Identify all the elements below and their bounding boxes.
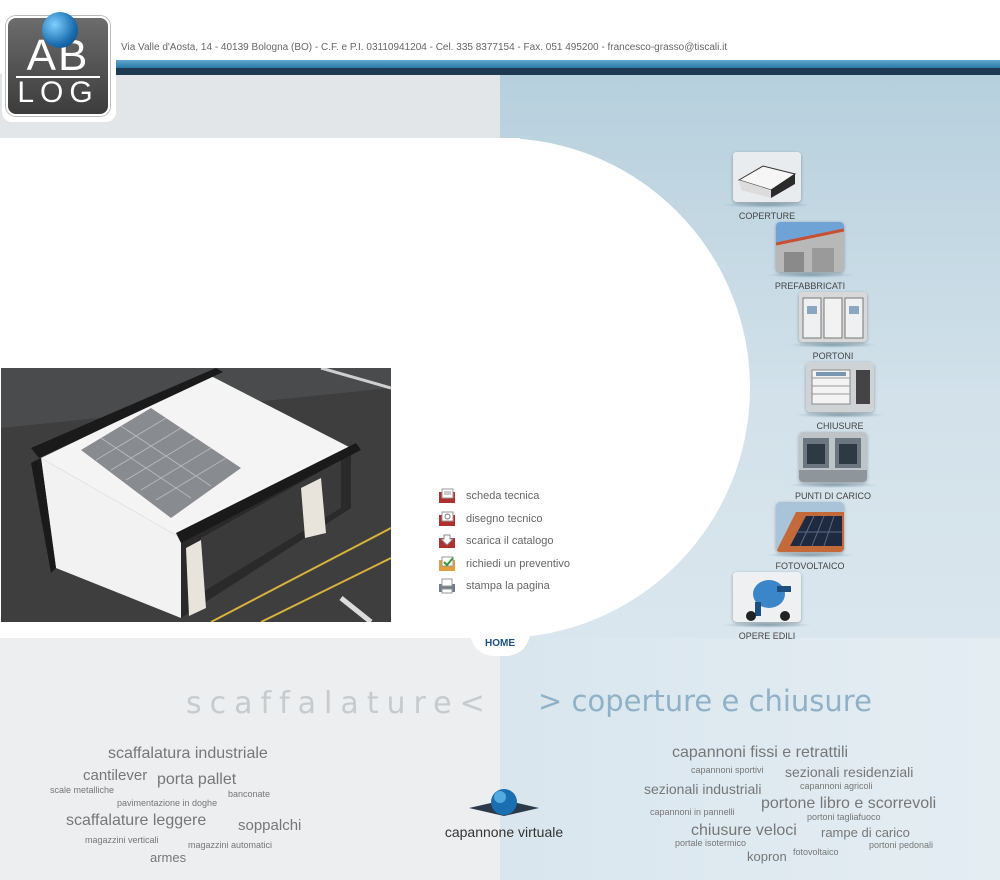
category-portoni[interactable]: PORTONI [773, 292, 893, 361]
tag-link[interactable]: cantilever [83, 767, 148, 784]
category-label: OPERE EDILI [738, 631, 796, 641]
category-label: FOTOVOLTAICO [775, 561, 845, 571]
tag-link[interactable]: capannoni fissi e retrattili [672, 744, 849, 761]
category-opere-edili[interactable]: OPERE EDILI [707, 572, 827, 641]
category-chiusure[interactable]: CHIUSURE [780, 362, 900, 431]
category-label: PUNTI DI CARICO [794, 491, 871, 501]
globe-icon [469, 786, 539, 820]
tag-link[interactable]: chiusure veloci [691, 822, 797, 839]
tag-link[interactable]: rampe di carico [821, 825, 910, 840]
category-coperture[interactable]: COPERTURE [707, 152, 827, 221]
category-prefabbricati[interactable]: PREFABBRICATI [750, 222, 870, 291]
tag-link[interactable]: porta pallet [157, 771, 237, 788]
link-scheda-tecnica[interactable]: scheda tecnica [438, 485, 570, 508]
category-thumbnail [776, 222, 844, 272]
tag-link[interactable]: banconate [228, 789, 271, 799]
globe-icon [42, 12, 78, 48]
product-links: scheda tecnica disegno tecnico scarica i… [438, 485, 570, 598]
category-thumbnail [799, 292, 867, 342]
tag-link[interactable]: capannoni sportivi [691, 765, 764, 775]
contact-info: Via Valle d'Aosta, 14 - 40139 Bologna (B… [121, 42, 728, 53]
logo-divider [16, 76, 100, 78]
tag-link[interactable]: portone libro e scorrevoli [761, 795, 937, 812]
tag-link[interactable]: magazzini verticali [85, 835, 159, 845]
category-thumbnail [799, 432, 867, 482]
link-stampa-pagina[interactable]: stampa la pagina [438, 575, 570, 598]
tag-link[interactable]: fotovoltaico [793, 847, 839, 857]
heading-scaffalature[interactable]: scaffalature< [186, 686, 493, 721]
category-punti-di-carico[interactable]: PUNTI DI CARICO [773, 432, 893, 501]
document-icon [439, 488, 455, 504]
category-label: PREFABBRICATI [774, 281, 846, 291]
bottom-band [0, 638, 1000, 880]
link-label: richiedi un preventivo [466, 557, 570, 570]
category-fotovoltaico[interactable]: FOTOVOLTAICO [750, 502, 870, 571]
tag-link[interactable]: soppalchi [238, 817, 302, 834]
tag-link[interactable]: kopron [747, 849, 787, 864]
category-thumbnail [806, 362, 874, 412]
product-photo [1, 368, 391, 622]
heading-coperture-chiusure[interactable]: > coperture e chiusure [538, 684, 872, 718]
tag-link[interactable]: sezionali industriali [644, 781, 762, 797]
header-stripe [115, 60, 1000, 68]
tag-link[interactable]: sezionali residenziali [785, 764, 914, 780]
category-label: CHIUSURE [816, 421, 864, 431]
capannone-virtuale-label: capannone virtuale [444, 824, 564, 840]
tag-link[interactable]: scaffalatura industriale [108, 745, 268, 762]
category-label: COPERTURE [738, 211, 796, 221]
drawing-icon [439, 511, 455, 526]
checkmark-icon [439, 556, 455, 571]
category-label: PORTONI [812, 351, 854, 361]
tag-link[interactable]: capannoni in pannelli [650, 807, 735, 817]
tag-link[interactable]: portale isotermico [675, 838, 747, 848]
printer-icon [439, 578, 455, 594]
link-scarica-catalogo[interactable]: scarica il catalogo [438, 530, 570, 553]
tag-link[interactable]: scale metalliche [50, 785, 115, 795]
logo-text-bottom: LOG [17, 76, 99, 109]
link-label: stampa la pagina [466, 580, 550, 593]
category-thumbnail [733, 572, 801, 622]
tag-link[interactable]: capannoni agricoli [800, 781, 873, 791]
link-label: disegno tecnico [466, 512, 543, 525]
category-thumbnail [733, 152, 801, 202]
header-stripe-dark [115, 68, 1000, 75]
header-bar [0, 0, 1000, 60]
tag-link[interactable]: portoni pedonali [869, 840, 934, 850]
tag-link[interactable]: portoni tagliafuoco [807, 812, 881, 822]
tag-link[interactable]: pavimentazione in doghe [117, 798, 218, 808]
capannone-virtuale-button[interactable]: capannone virtuale [434, 786, 574, 840]
tag-link[interactable]: magazzini automatici [188, 840, 273, 850]
tag-link[interactable]: scaffalature leggere [66, 812, 207, 829]
category-thumbnail [776, 502, 844, 552]
link-disegno-tecnico[interactable]: disegno tecnico [438, 508, 570, 531]
link-label: scheda tecnica [466, 490, 540, 503]
tag-link[interactable]: armes [150, 850, 187, 865]
download-icon [439, 534, 455, 549]
link-label: scarica il catalogo [466, 535, 554, 548]
link-richiedi-preventivo[interactable]: richiedi un preventivo [438, 553, 570, 576]
